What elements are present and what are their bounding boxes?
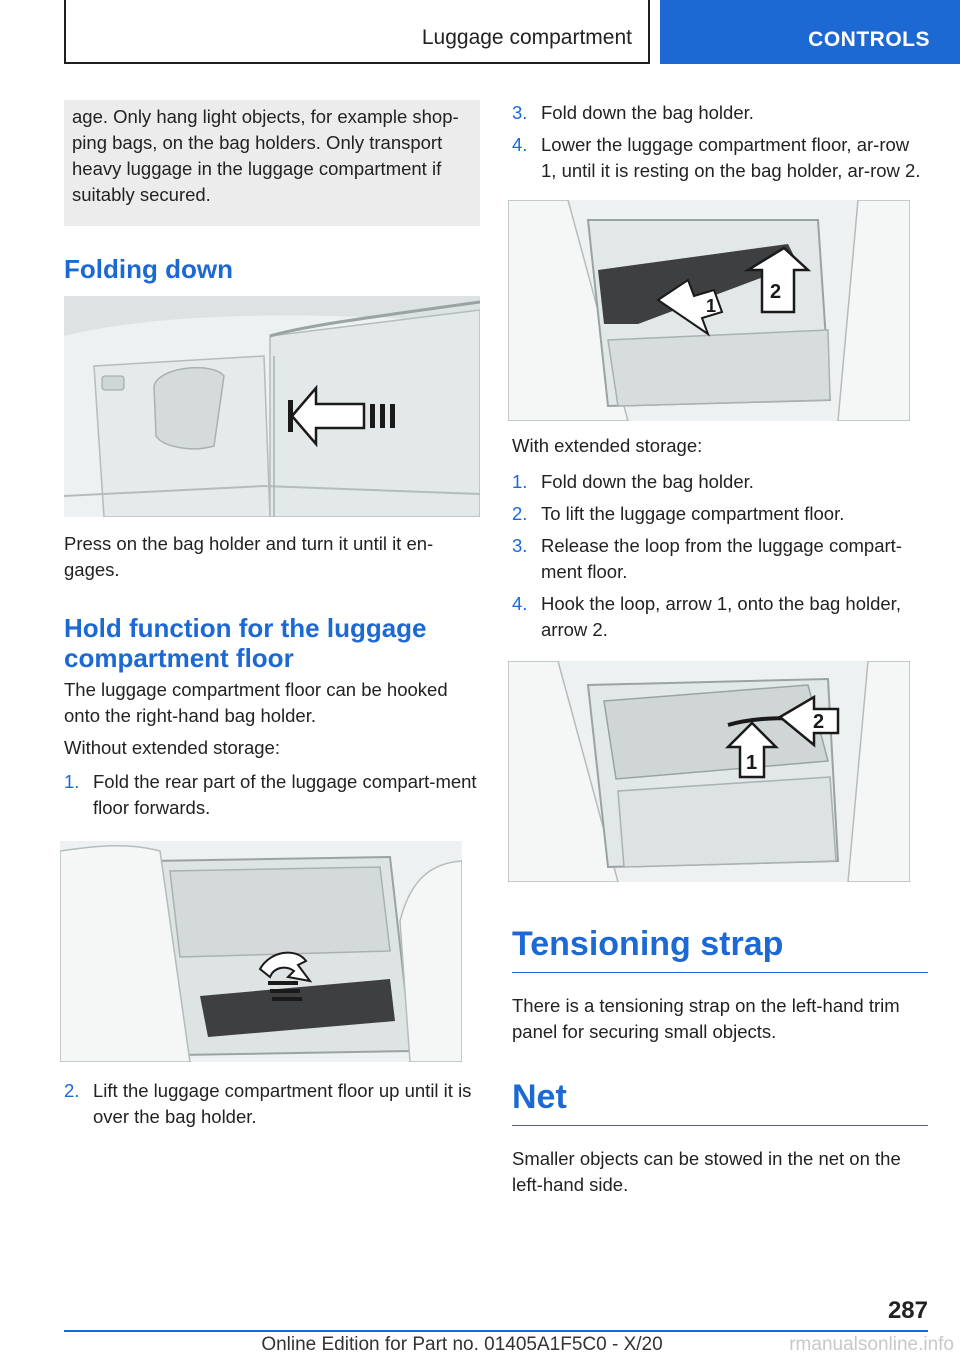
list-item: 3. Release the loop from the luggage com… xyxy=(512,533,928,585)
step-number: 3. xyxy=(512,535,528,556)
hold-function-heading: Hold function for the luggage compartmen… xyxy=(64,613,427,673)
list-item: 1. Fold down the bag holder. xyxy=(512,469,928,495)
note-text: age. Only hang light objects, for exampl… xyxy=(72,106,459,205)
step-number: 2. xyxy=(512,503,528,524)
page-number: 287 xyxy=(887,1297,928,1324)
step-text: Fold down the bag holder. xyxy=(541,471,754,492)
floor-lower-figure: 1 2 xyxy=(508,200,910,421)
footer-divider xyxy=(64,1330,928,1332)
hold-intro: The luggage compartment floor can be hoo… xyxy=(64,679,448,726)
loop-hook-figure: 2 1 xyxy=(508,661,910,882)
bag-holder-figure xyxy=(64,296,480,517)
step-text: Hook the loop, arrow 1, onto the bag hol… xyxy=(541,593,901,640)
step-text: Lift the luggage compartment floor up un… xyxy=(93,1080,472,1127)
right-column: 3. Fold down the bag holder. 4. Lower th… xyxy=(508,100,928,1198)
net-heading: Net xyxy=(512,1075,928,1126)
list-item: 3. Fold down the bag holder. xyxy=(512,100,928,126)
note-box-continued: age. Only hang light objects, for exampl… xyxy=(64,100,480,226)
step-number: 1. xyxy=(64,771,80,792)
header-section-box: Luggage compartment xyxy=(64,0,650,64)
watermark: rmanualsonline.info xyxy=(789,1334,954,1355)
header-chapter-tab: CONTROLS xyxy=(660,0,960,64)
step-number: 3. xyxy=(512,102,528,123)
header-chapter-title: CONTROLS xyxy=(808,28,930,51)
steps-list-c: 3. Fold down the bag holder. 4. Lower th… xyxy=(512,100,928,184)
step-number: 4. xyxy=(512,593,528,614)
header-section-title: Luggage compartment xyxy=(421,26,632,49)
callout-1: 1 xyxy=(746,752,757,774)
step-text: To lift the luggage compartment floor. xyxy=(541,503,845,524)
folding-instruction: Press on the bag holder and turn it unti… xyxy=(64,533,434,580)
callout-2: 2 xyxy=(770,281,781,303)
callout-1: 1 xyxy=(706,296,716,316)
steps-list-a: 1. Fold the rear part of the luggage com… xyxy=(64,769,480,821)
edition-footer: Online Edition for Part no. 01405A1F5C0 … xyxy=(261,1334,663,1355)
list-item: 4. Hook the loop, arrow 1, onto the bag … xyxy=(512,591,928,643)
list-item: 4. Lower the luggage compartment floor, … xyxy=(512,132,928,184)
steps-list-d: 1. Fold down the bag holder. 2. To lift … xyxy=(512,469,928,643)
step-text: Fold down the bag holder. xyxy=(541,102,754,123)
step-number: 1. xyxy=(512,471,528,492)
folding-down-heading: Folding down xyxy=(64,254,233,284)
tensioning-strap-heading: Tensioning strap xyxy=(512,922,928,973)
left-column: age. Only hang light objects, for exampl… xyxy=(60,100,480,1136)
callout-2: 2 xyxy=(813,711,824,733)
step-number: 4. xyxy=(512,134,528,155)
steps-list-b: 2. Lift the luggage compartment floor up… xyxy=(64,1078,480,1130)
with-extended-label: With extended storage: xyxy=(512,435,703,456)
without-extended-label: Without extended storage: xyxy=(64,737,280,758)
step-text: Fold the rear part of the luggage compar… xyxy=(93,771,477,818)
step-text: Lower the luggage compartment floor, ar‐… xyxy=(541,134,921,181)
list-item: 1. Fold the rear part of the luggage com… xyxy=(64,769,480,821)
list-item: 2. To lift the luggage compartment floor… xyxy=(512,501,928,527)
step-number: 2. xyxy=(64,1080,80,1101)
tensioning-strap-text: There is a tensioning strap on the left-… xyxy=(512,995,900,1042)
floor-fold-figure xyxy=(60,841,462,1062)
list-item: 2. Lift the luggage compartment floor up… xyxy=(64,1078,480,1130)
step-text: Release the loop from the luggage compar… xyxy=(541,535,902,582)
net-text: Smaller objects can be stowed in the net… xyxy=(512,1148,901,1195)
